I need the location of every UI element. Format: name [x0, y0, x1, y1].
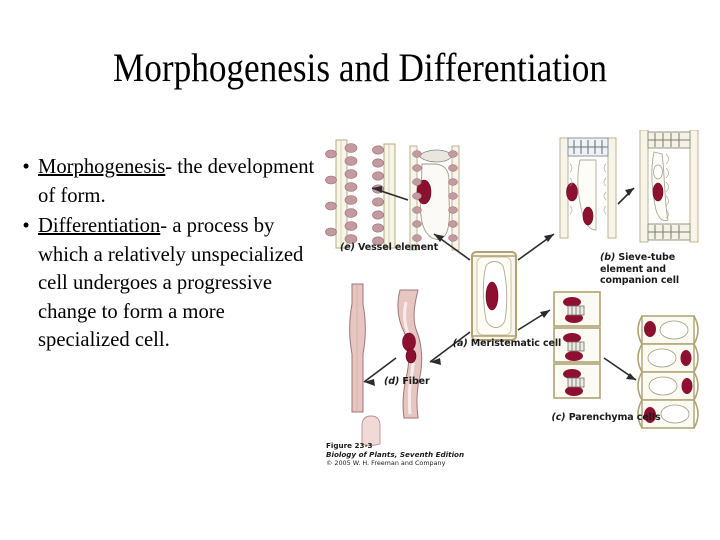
figure-label-c-tag: (c): [551, 412, 566, 423]
figure-arrows: [363, 186, 637, 386]
figure-label-e: (e) Vessel element: [340, 242, 450, 254]
figure-label-b: (b) Sieve-tube element and companion cel…: [600, 252, 716, 287]
bullet-list: • Morphogenesis- the development of form…: [14, 152, 326, 356]
list-item-text: Morphogenesis- the development of form.: [38, 152, 314, 209]
figure-label-b-text: Sieve-tube element and companion cell: [600, 252, 680, 286]
bullet-marker-icon: •: [22, 213, 30, 237]
figure-label-d-tag: (d): [384, 376, 400, 387]
figure-source: Biology of Plants, Seventh Edition: [326, 449, 465, 459]
figure-label-b-tag: (b): [600, 252, 616, 263]
sieve-tube-developing: [559, 137, 617, 239]
vessel-element-developing: [409, 145, 460, 251]
list-item: • Differentiation- a process by which a …: [14, 211, 326, 354]
tube-glyph: [361, 415, 381, 446]
term-differentiation: Differentiation: [38, 213, 161, 237]
vessel-element-mature-1: [325, 139, 358, 249]
list-item: • Morphogenesis- the development of form…: [14, 152, 326, 209]
figure-caption: Figure 23-3 Biology of Plants, Seventh E…: [326, 441, 536, 468]
figure-label-a-tag: (a): [452, 338, 468, 349]
figure-label-e-text: Vessel element: [358, 242, 439, 253]
fiber-developing: [397, 289, 423, 419]
page-title: Morphogenesis and Differentiation: [112, 45, 607, 90]
figure-illustration: [325, 130, 699, 446]
figure-label-c-text: Parenchyma cells: [568, 412, 661, 423]
fiber-mature: [349, 283, 366, 413]
parenchyma-cells-group-2: [637, 315, 699, 429]
figure-label-c: (c) Parenchyma cells: [544, 412, 668, 424]
bullet-marker-icon: •: [22, 154, 30, 178]
meristematic-cell: [471, 251, 517, 341]
vessel-element-mature-2: [372, 143, 396, 249]
term-morphogenesis: Morphogenesis: [38, 154, 166, 178]
figure-number: Figure 23-3: [326, 441, 373, 450]
figure-label-d-text: Fiber: [402, 376, 430, 387]
cell-differentiation-figure: (e) Vessel element (b) Sieve-tube elemen…: [322, 130, 714, 480]
figure-label-e-tag: (e): [340, 242, 355, 253]
list-item-text: Differentiation- a process by which a re…: [38, 211, 314, 354]
sieve-tube-mature: [639, 130, 699, 243]
parenchyma-cells-group-1: [553, 291, 601, 399]
definition-morphogenesis: - the development of form.: [38, 154, 315, 207]
definition-differentiation: - a process by which a relatively unspec…: [38, 213, 304, 351]
figure-label-d: (d) Fiber: [384, 376, 476, 388]
figure-copyright: © 2005 W. H. Freeman and Company: [326, 459, 446, 468]
figure-label-a-text: Meristematic cell: [470, 338, 562, 349]
figure-label-a: (a) Meristematic cell: [444, 338, 570, 350]
